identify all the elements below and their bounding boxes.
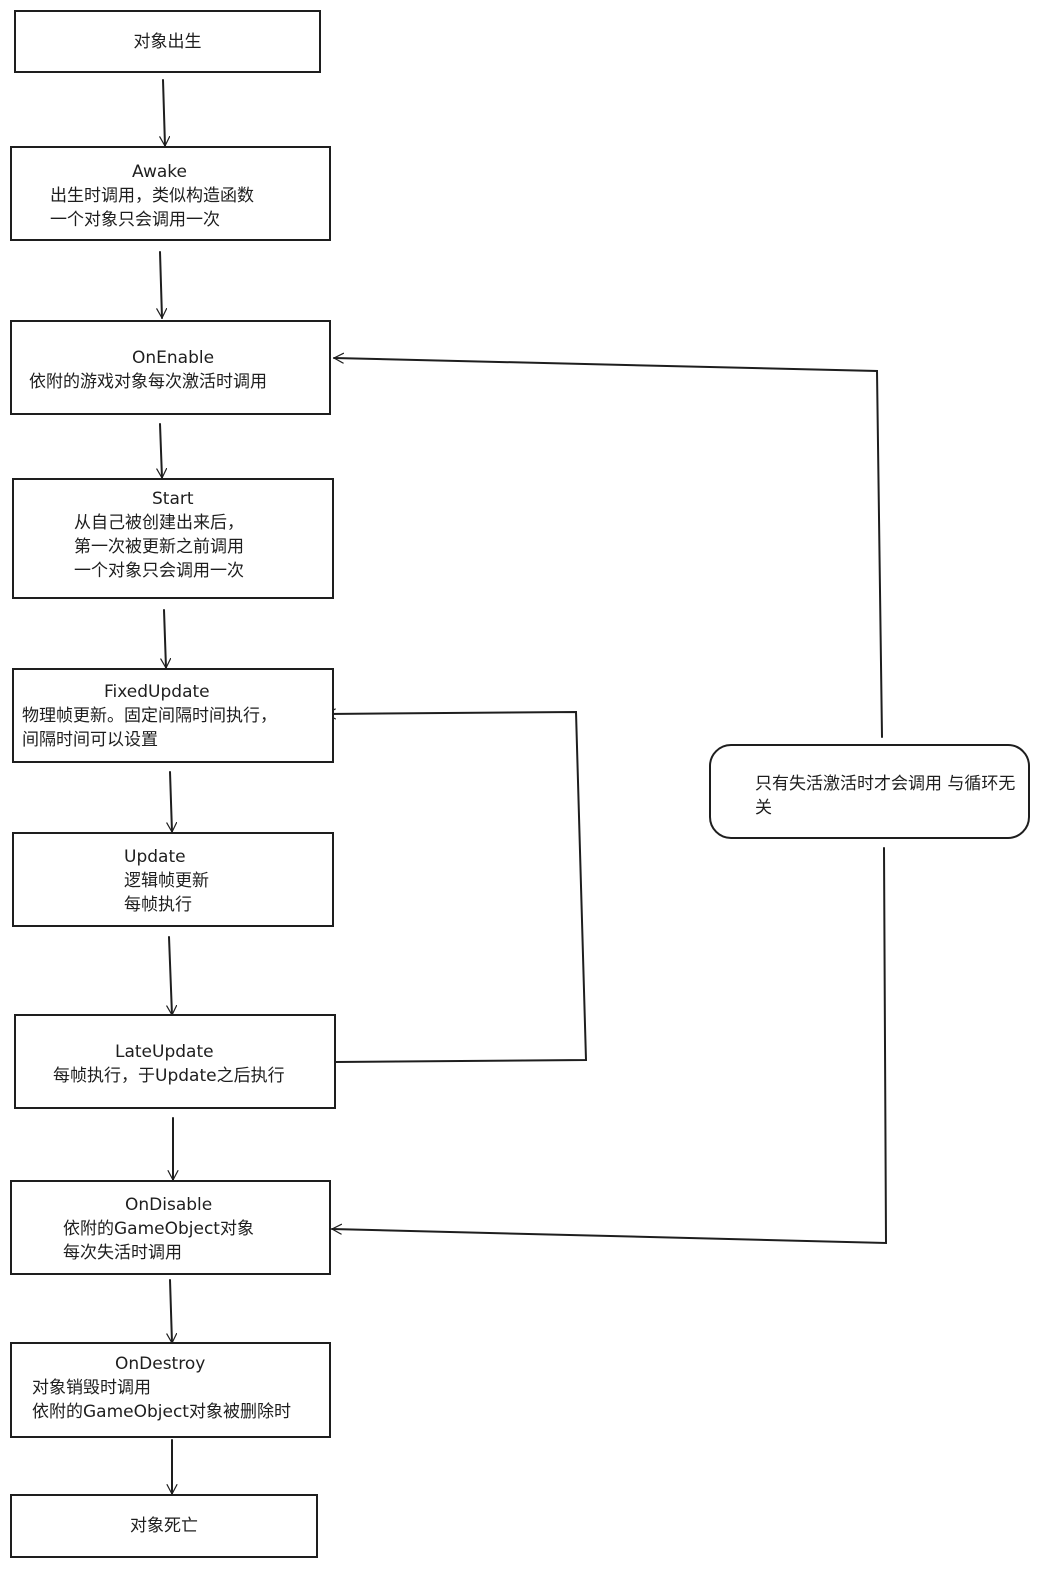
note-line-2: 与循环无关 — [755, 774, 1016, 818]
arrow-update-to-lateupdate — [169, 936, 172, 1016]
node-start-line-1: 从自己被创建出来后， — [74, 513, 244, 533]
node-update-line-2: 每帧执行 — [124, 895, 192, 915]
arrow-ondisable-to-ondestroy — [170, 1279, 172, 1344]
node-update: Update 逻辑帧更新 每帧执行 — [12, 832, 334, 927]
node-ondestroy-line-1: 对象销毁时调用 — [32, 1378, 151, 1398]
loop-lateupdate-to-fixedupdate — [325, 712, 588, 1063]
link-note-to-ondisable — [331, 847, 888, 1245]
node-lateupdate: LateUpdate 每帧执行，于Update之后执行 — [14, 1014, 336, 1109]
node-object-death-title: 对象死亡 — [130, 1516, 198, 1536]
node-start-line-2: 第一次被更新之前调用 — [74, 537, 244, 557]
node-update-line-1: 逻辑帧更新 — [124, 871, 209, 891]
node-awake-line-1: 出生时调用，类似构造函数 — [50, 186, 254, 206]
node-update-title: Update — [124, 847, 186, 867]
node-start-title: Start — [152, 489, 194, 509]
node-ondisable: OnDisable 依附的GameObject对象 每次失活时调用 — [10, 1180, 331, 1275]
node-fixedupdate-line-2: 间隔时间可以设置 — [22, 730, 158, 750]
node-ondisable-line-2: 每次失活时调用 — [63, 1243, 182, 1263]
node-lateupdate-title: LateUpdate — [115, 1042, 214, 1062]
node-object-birth-title: 对象出生 — [133, 31, 202, 52]
node-awake-title: Awake — [132, 162, 187, 182]
arrow-awake-to-onenable — [160, 251, 162, 319]
note-enable-disable: 只有失活激活时才会调用 与循环无关 — [709, 744, 1030, 839]
node-ondestroy-title: OnDestroy — [115, 1354, 206, 1374]
node-ondisable-title: OnDisable — [125, 1195, 213, 1215]
node-fixedupdate-line-1: 物理帧更新。固定间隔时间执行， — [22, 706, 277, 726]
node-object-death: 对象死亡 — [10, 1494, 318, 1558]
node-awake-line-2: 一个对象只会调用一次 — [50, 210, 220, 230]
arrow-fixedupdate-to-update — [170, 771, 172, 833]
node-ondestroy-line-2: 依附的GameObject对象被删除时 — [32, 1402, 291, 1422]
node-ondisable-line-1: 依附的GameObject对象 — [63, 1219, 254, 1239]
node-onenable: OnEnable 依附的游戏对象每次激活时调用 — [10, 320, 331, 415]
node-start-line-3: 一个对象只会调用一次 — [74, 561, 244, 581]
arrow-birth-to-awake — [163, 79, 165, 147]
node-object-birth: 对象出生 — [14, 10, 321, 73]
node-start: Start 从自己被创建出来后， 第一次被更新之前调用 一个对象只会调用一次 — [12, 478, 334, 599]
link-note-to-onenable — [333, 358, 883, 738]
node-awake: Awake 出生时调用，类似构造函数 一个对象只会调用一次 — [10, 146, 331, 241]
node-lateupdate-line-1: 每帧执行，于Update之后执行 — [53, 1066, 285, 1086]
note-line-1: 只有失活激活时才会调用 — [755, 774, 942, 794]
node-fixedupdate-title: FixedUpdate — [104, 682, 210, 702]
node-onenable-line-1: 依附的游戏对象每次激活时调用 — [29, 372, 267, 392]
arrow-onenable-to-start — [160, 423, 162, 479]
node-ondestroy: OnDestroy 对象销毁时调用 依附的GameObject对象被删除时 — [10, 1342, 331, 1438]
node-onenable-title: OnEnable — [132, 348, 215, 368]
arrow-start-to-fixedupdate — [164, 609, 166, 669]
node-fixedupdate: FixedUpdate 物理帧更新。固定间隔时间执行， 间隔时间可以设置 — [12, 668, 334, 763]
